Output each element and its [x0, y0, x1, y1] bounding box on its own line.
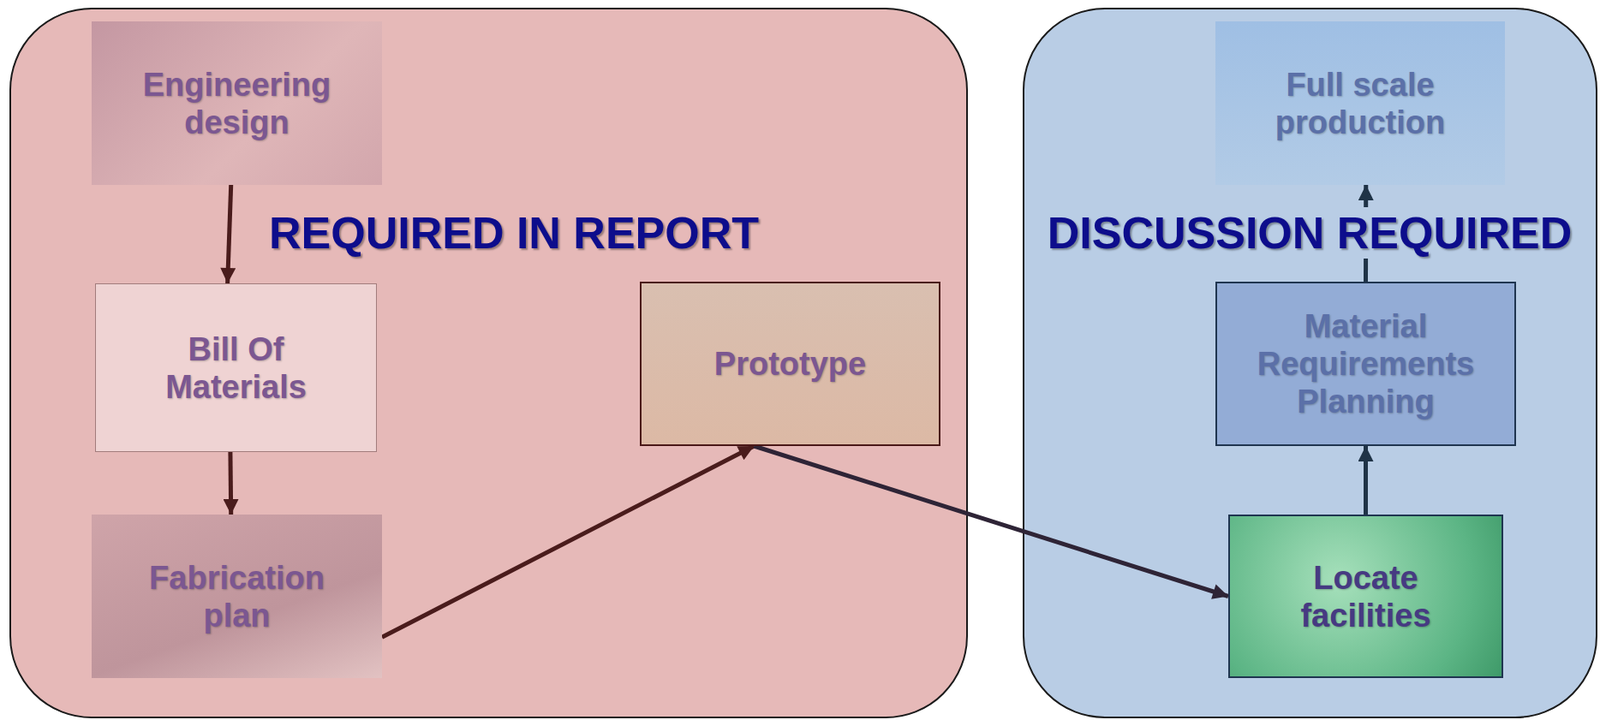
panel-outline: [1023, 8, 1597, 718]
flow-arrow: [753, 446, 1229, 598]
region-panel: REQUIRED IN REPORT Engineering designBill…: [10, 8, 968, 718]
region-panel: DISCUSSION REQUIRED Full scale production…: [1023, 8, 1597, 718]
panel-outline: [10, 8, 968, 718]
process-box: Fabrication plan: [91, 514, 383, 679]
box-label: Fabrication plan: [112, 559, 362, 635]
flow-arrow: [382, 446, 754, 638]
box-label: Bill Of Materials: [116, 330, 356, 406]
box-label: Locate facilities: [1250, 559, 1481, 635]
flow-arrow: [1363, 446, 1368, 515]
region-label: DISCUSSION REQUIRED: [1042, 207, 1578, 259]
box-label: Prototype: [714, 345, 866, 383]
flow-arrow: [227, 452, 233, 515]
process-box: Locate facilities: [1228, 514, 1504, 679]
process-box: Bill Of Materials: [95, 283, 377, 453]
box-label: Engineering design: [112, 65, 362, 142]
process-box: Prototype: [639, 281, 941, 447]
flow-arrow: [227, 185, 232, 284]
process-box: Full scale production: [1215, 21, 1505, 186]
process-box: Engineering design: [91, 21, 383, 186]
box-label: Full scale production: [1235, 65, 1485, 142]
box-label: Material Requirements Planning: [1237, 307, 1494, 421]
process-box: Material Requirements Planning: [1215, 281, 1517, 447]
region-label: REQUIRED IN REPORT: [263, 207, 765, 259]
